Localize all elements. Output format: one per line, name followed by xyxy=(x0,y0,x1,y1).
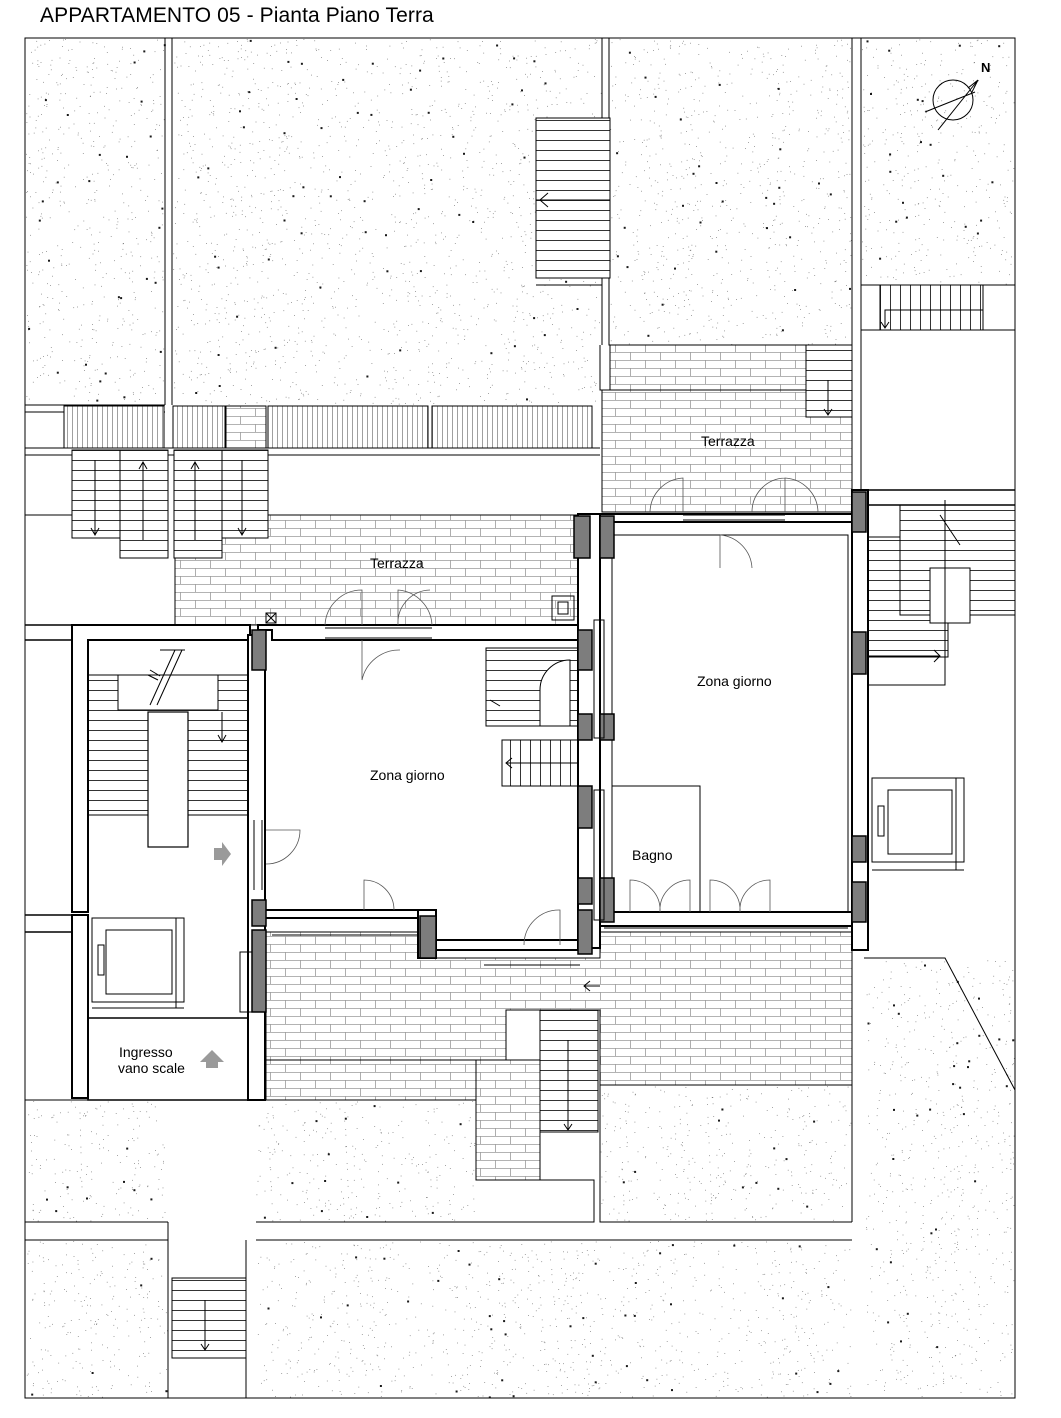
room-label-zona-giorno-left: Zona giorno xyxy=(370,767,445,783)
stairs xyxy=(71,117,1016,1398)
terrace-upper-paving xyxy=(609,344,807,391)
room-label-bagno: Bagno xyxy=(632,847,673,863)
plan-frame xyxy=(24,37,1016,1399)
fixtures xyxy=(239,595,605,1013)
north-arrow-icon xyxy=(924,79,979,131)
page-title: APPARTAMENTO 05 - Pianta Piano Terra xyxy=(40,4,434,27)
room-label-terrazza-right: Terrazza xyxy=(701,433,755,449)
entry-arrows xyxy=(200,842,231,1068)
lifts xyxy=(91,777,965,1009)
room-label-terrazza-left: Terrazza xyxy=(370,555,424,571)
railings xyxy=(25,405,600,516)
room-label-vano-scale: vano scale xyxy=(118,1060,185,1076)
structural-columns xyxy=(251,491,867,1013)
garden-areas xyxy=(26,39,1015,1399)
terrace-lower-step xyxy=(265,1059,477,1101)
room-label-zona-giorno-right: Zona giorno xyxy=(697,673,772,689)
room-label-ingresso: Ingresso xyxy=(119,1044,173,1060)
terrace-lower-path xyxy=(475,1059,541,1181)
doors xyxy=(253,477,848,966)
north-label: N xyxy=(981,60,990,75)
